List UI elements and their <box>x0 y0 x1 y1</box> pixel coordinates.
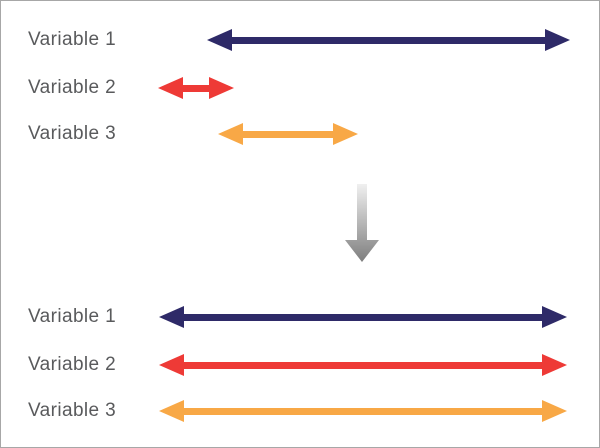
arrow-shaft <box>230 36 547 44</box>
variable-label: Variable 1 <box>28 306 117 327</box>
arrow-right-head-icon <box>542 306 567 328</box>
down-arrow-icon <box>345 184 379 262</box>
arrow-left-head-icon <box>218 123 243 145</box>
arrow-right-head-icon <box>542 400 567 422</box>
arrow-left-head-icon <box>158 77 183 99</box>
arrow-shaft <box>241 130 335 138</box>
range-arrow <box>207 29 570 51</box>
arrow-right-head-icon <box>545 29 570 51</box>
variable-label: Variable 2 <box>28 354 117 375</box>
arrow-right-head-icon <box>333 123 358 145</box>
range-arrow <box>159 354 567 376</box>
arrow-shaft <box>182 313 544 321</box>
variable-label: Variable 3 <box>28 400 117 421</box>
arrow-left-head-icon <box>159 354 184 376</box>
arrow-shaft <box>181 84 211 92</box>
variable-label: Variable 2 <box>28 77 117 98</box>
arrow-right-head-icon <box>542 354 567 376</box>
range-arrow <box>218 123 358 145</box>
variable-label: Variable 3 <box>28 123 117 144</box>
range-arrow <box>159 400 567 422</box>
arrow-left-head-icon <box>159 306 184 328</box>
variable-label: Variable 1 <box>28 29 117 50</box>
range-arrow <box>158 77 234 99</box>
range-arrow <box>159 306 567 328</box>
arrow-shaft <box>182 407 544 415</box>
arrow-left-head-icon <box>207 29 232 51</box>
arrow-right-head-icon <box>209 77 234 99</box>
arrow-shaft <box>182 361 544 369</box>
arrow-left-head-icon <box>159 400 184 422</box>
